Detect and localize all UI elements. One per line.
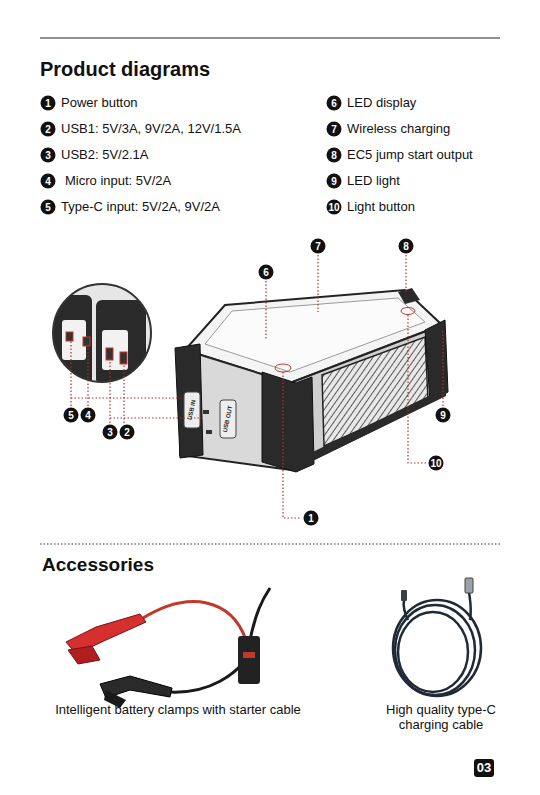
callout-number: 3 bbox=[103, 425, 118, 440]
cable-end bbox=[469, 592, 471, 620]
callout-number: 4 bbox=[81, 408, 96, 423]
page-number-box: 03 bbox=[474, 759, 494, 777]
corner-bumper bbox=[175, 344, 203, 458]
callout-number: 2 bbox=[120, 425, 135, 440]
port bbox=[203, 410, 209, 414]
callout-number: 7 bbox=[327, 122, 342, 137]
accessory-caption: Intelligent battery clamps with starter … bbox=[55, 703, 301, 718]
top-rule bbox=[40, 38, 500, 39]
leader-line bbox=[405, 255, 406, 292]
leader-line bbox=[123, 362, 124, 423]
leader-line bbox=[70, 340, 71, 406]
feature-text: EC5 jump start output bbox=[347, 148, 473, 163]
feature-text: LED light bbox=[347, 174, 400, 189]
black-wire bbox=[170, 660, 246, 692]
leader-line bbox=[442, 330, 443, 406]
page-number: 03 bbox=[477, 760, 491, 775]
light-button bbox=[401, 308, 415, 315]
leader-line bbox=[109, 358, 110, 423]
callout-number: 6 bbox=[259, 265, 274, 280]
feature-text: USB1: 5V/3A, 9V/2A, 12V/1.5A bbox=[61, 122, 241, 137]
usb-plug bbox=[465, 578, 473, 593]
callout-number: 1 bbox=[41, 96, 56, 111]
corner-bumper bbox=[398, 288, 420, 304]
feature-text: Micro input: 5V/2A bbox=[65, 174, 171, 189]
cable-end bbox=[404, 600, 408, 620]
callout-number: 9 bbox=[436, 408, 451, 423]
inset-port-panel bbox=[102, 330, 128, 370]
micro-port bbox=[83, 337, 90, 346]
port-label: USB OUT bbox=[222, 405, 234, 433]
red-wire bbox=[140, 602, 246, 640]
coil-loop bbox=[393, 600, 481, 696]
usb2-port bbox=[106, 348, 113, 360]
bottom-strip bbox=[292, 388, 446, 470]
callout-number: 5 bbox=[41, 200, 56, 215]
starter-cable bbox=[250, 588, 270, 640]
callout-number: 10 bbox=[327, 200, 342, 215]
leader-line bbox=[71, 397, 182, 398]
feature-text: Light button bbox=[347, 200, 415, 215]
leader-line bbox=[408, 315, 426, 463]
indicator bbox=[243, 652, 255, 658]
control-box bbox=[238, 636, 260, 684]
port-label: USB IN bbox=[187, 399, 198, 420]
feature-text: Type-C input: 5V/2A, 9V/2A bbox=[61, 200, 220, 215]
callout-number: 6 bbox=[327, 96, 342, 111]
callout-number: 8 bbox=[399, 239, 414, 254]
red-clamp-jaw bbox=[68, 646, 100, 664]
coil-loop bbox=[398, 612, 468, 692]
page-title: Product diagrams bbox=[40, 58, 210, 81]
leaders bbox=[71, 255, 443, 518]
inset-port-panel bbox=[62, 320, 86, 360]
leader-line bbox=[265, 281, 266, 340]
typec-port bbox=[66, 332, 73, 341]
callout-number: 2 bbox=[41, 122, 56, 137]
inset-detail bbox=[50, 280, 160, 390]
callout-number: 7 bbox=[311, 239, 326, 254]
feature-text: LED display bbox=[347, 96, 416, 111]
inset-ground bbox=[50, 280, 160, 390]
callout-number: 8 bbox=[327, 148, 342, 163]
power-button bbox=[275, 364, 291, 372]
leader-line bbox=[283, 372, 301, 518]
section-heading: Accessories bbox=[42, 554, 154, 576]
section-rule bbox=[40, 544, 500, 545]
port-panel bbox=[220, 400, 236, 438]
port-panel bbox=[184, 392, 200, 428]
cable-coil bbox=[393, 592, 481, 696]
feature-text: Power button bbox=[61, 96, 138, 111]
callout-number: 4 bbox=[41, 174, 56, 189]
leader-line bbox=[317, 255, 318, 312]
callout-number: 10 bbox=[429, 456, 444, 471]
callout-number: 3 bbox=[41, 148, 56, 163]
feature-text: Wireless charging bbox=[347, 122, 450, 137]
callout-number: 9 bbox=[327, 174, 342, 189]
inset-bumper bbox=[96, 300, 146, 385]
feature-text: USB2: 5V/2.1A bbox=[61, 148, 148, 163]
callout-number: 5 bbox=[64, 408, 79, 423]
callout-number: 1 bbox=[304, 511, 319, 526]
port bbox=[206, 430, 212, 434]
typec-plug bbox=[401, 590, 407, 601]
inset-frame bbox=[53, 284, 151, 382]
leader-line bbox=[87, 345, 88, 406]
accessory-caption: High quality type-C charging cable bbox=[371, 703, 511, 733]
